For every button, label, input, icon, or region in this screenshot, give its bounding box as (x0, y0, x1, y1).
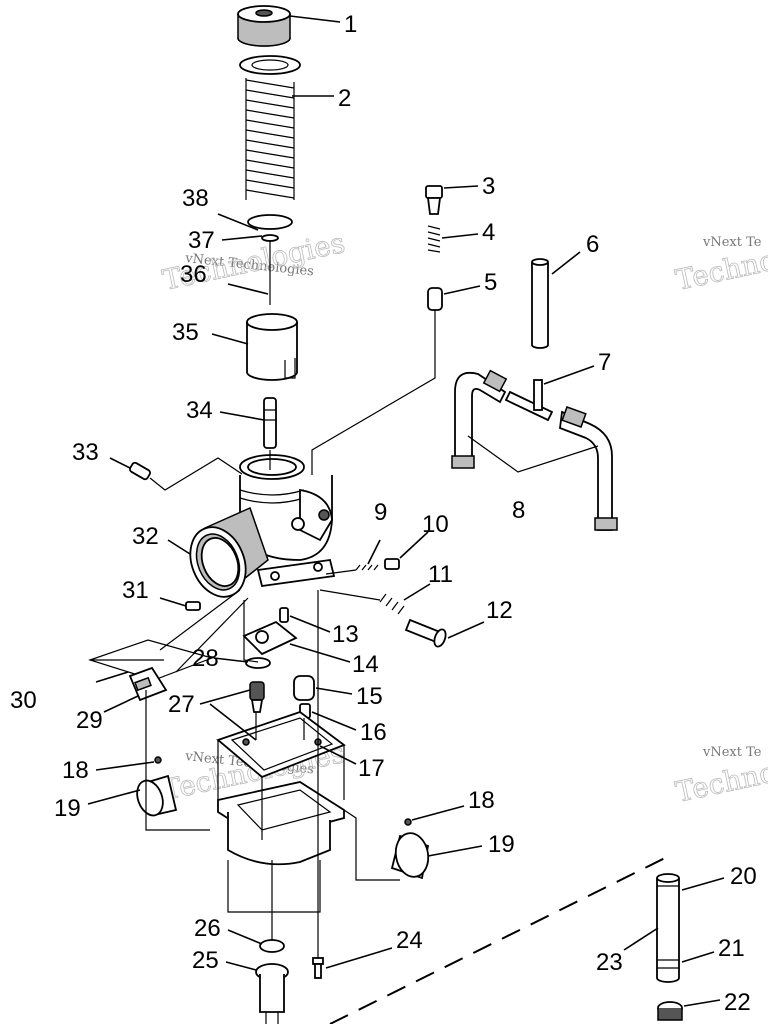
part-11-spring (379, 593, 405, 615)
callout-32: 32 (132, 523, 159, 550)
part-22-drain-cap (657, 1001, 683, 1021)
callout-10: 10 (422, 511, 449, 538)
guide-line (145, 690, 210, 831)
callout-38: 38 (182, 185, 209, 212)
part-24-screw (312, 957, 324, 979)
guide-line (217, 740, 345, 840)
part-9-pilot-screw (325, 564, 379, 575)
callout-20: 20 (730, 863, 757, 890)
part-33-plug (129, 457, 243, 491)
part-27-needle-jet (249, 681, 265, 713)
callout-11: 11 (428, 561, 453, 588)
callout-1: 1 (344, 11, 357, 38)
float-bowl (217, 781, 345, 913)
part-29-plate (128, 666, 168, 702)
callout-5: 5 (484, 269, 497, 296)
callout-25: 25 (192, 947, 219, 974)
part-15-main-jet-holder (293, 675, 315, 701)
part-7-tee-fitting (504, 379, 554, 422)
callout-8: 8 (512, 497, 525, 524)
part-26-o-ring (259, 939, 285, 953)
part-38-retainer (247, 214, 293, 242)
guide-line (343, 809, 400, 881)
part-19-float-left (136, 756, 178, 817)
callout-34: 34 (186, 397, 213, 424)
part-4-spring (427, 225, 441, 253)
watermark-text: vNext Te (702, 745, 762, 760)
part-13-screw (279, 607, 289, 623)
callout-15: 15 (356, 683, 383, 710)
dashed-separator-line (329, 857, 666, 1024)
part-2-spring (239, 55, 301, 200)
callout-14: 14 (352, 651, 379, 678)
callout-23: 23 (596, 949, 623, 976)
part-3-screw (425, 185, 443, 215)
guide-line (255, 712, 305, 740)
part-31-screw (185, 601, 201, 611)
part-6-tube (531, 258, 549, 349)
callout-17: 17 (358, 755, 385, 782)
part-28-o-ring (245, 657, 271, 669)
part-25-drain-plug (255, 963, 289, 1024)
callout-18-right: 18 (468, 787, 495, 814)
callout-21: 21 (718, 935, 745, 962)
part-1-cap (237, 5, 291, 47)
callout-3: 3 (482, 173, 495, 200)
callout-28: 28 (192, 645, 219, 672)
callout-30: 30 (10, 687, 37, 714)
part-12-screw (319, 589, 447, 648)
part-14-plate (242, 620, 298, 656)
callout-35: 35 (172, 319, 199, 346)
callout-12: 12 (486, 597, 513, 624)
callout-29: 29 (76, 707, 103, 734)
callout-24: 24 (396, 927, 423, 954)
callout-33: 33 (72, 439, 99, 466)
guide-line (271, 590, 319, 958)
callout-37: 37 (188, 227, 215, 254)
part-8-vent-hoses (451, 369, 618, 531)
part-32-intake-sleeve (189, 506, 269, 598)
callout-16: 16 (360, 719, 387, 746)
callout-26: 26 (194, 915, 221, 942)
part-20-drain-tube (656, 873, 680, 983)
leader-lines (87, 15, 725, 1007)
carburetor-body (239, 454, 336, 588)
callout-6: 6 (586, 231, 599, 258)
watermark-text: vNext Te (702, 235, 762, 250)
callout-18-left: 18 (62, 757, 89, 784)
part-30-bracket (88, 639, 214, 681)
callout-22: 22 (724, 989, 751, 1016)
part-19-float-right (390, 818, 430, 880)
part-35-slide (246, 313, 298, 381)
callout-27: 27 (168, 691, 195, 718)
callout-19-left: 19 (54, 795, 81, 822)
callout-36: 36 (180, 261, 207, 288)
callout-9: 9 (374, 499, 387, 526)
callout-labels: 1 2 3 4 5 6 7 8 9 10 11 12 13 14 15 16 1… (10, 11, 757, 1016)
callout-2: 2 (338, 85, 351, 112)
callout-4: 4 (482, 219, 495, 246)
callout-19-right: 19 (488, 831, 515, 858)
callout-7: 7 (598, 349, 611, 376)
guide-line (159, 589, 259, 673)
callout-31: 31 (122, 577, 149, 604)
callout-13: 13 (332, 621, 359, 648)
part-10-fitting (384, 558, 400, 570)
part-5-fitting (427, 287, 443, 311)
part-34-jet-holder (263, 397, 277, 449)
